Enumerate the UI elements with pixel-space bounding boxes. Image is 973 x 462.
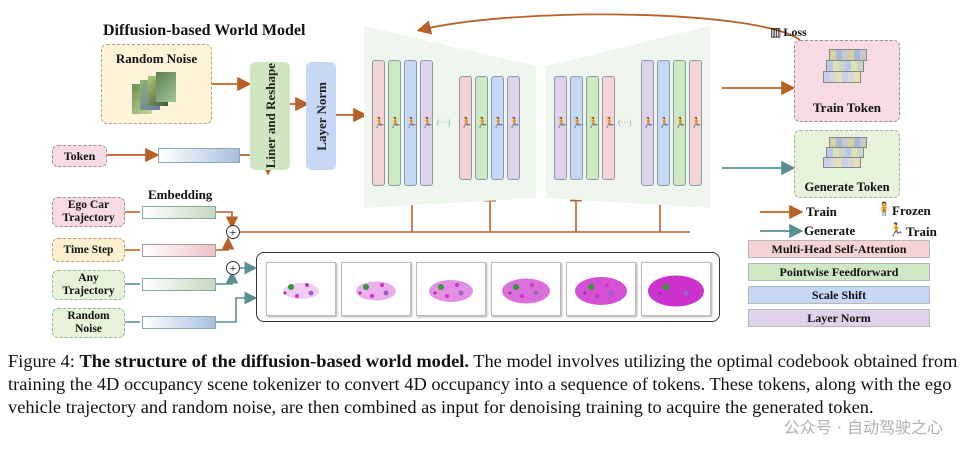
train-token-label: Train Token <box>812 100 882 115</box>
random-noise-label: Random Noise <box>115 51 198 66</box>
any-trajectory-label: Any Trajectory <box>62 272 115 297</box>
unet-layer-bar <box>689 60 702 186</box>
legend-mhsa: Multi-Head Self-Attention <box>748 240 930 258</box>
occupancy-frame <box>341 262 411 316</box>
embedding-bar <box>142 244 216 257</box>
unet-layer-bar <box>657 60 670 186</box>
running-person-icon: 🏃 <box>421 118 434 129</box>
unet-layer-bar <box>570 76 583 180</box>
add-operator-icon: + <box>226 225 240 239</box>
noise-cubes-icon <box>131 72 182 116</box>
legend-scale-shift: Scale Shift <box>748 286 930 304</box>
frozen-person-icon: 🧍 <box>876 201 893 216</box>
diagram-title: Diffusion-based World Model <box>103 22 306 39</box>
loss-label: Loss <box>783 25 807 39</box>
unet-layer-bar <box>641 60 654 186</box>
any-trajectory-box: Any Trajectory <box>52 270 125 300</box>
time-step-box: Time Step <box>52 238 125 262</box>
unet-layer-bar <box>554 76 567 180</box>
loss-chart-icon: ▥ <box>770 25 782 39</box>
running-person-icon: 🏃 <box>690 118 703 129</box>
random-noise-box: Random Noise <box>101 44 212 124</box>
token-input-box: Token <box>52 145 107 167</box>
caption-bold: The structure of the diffusion-based wor… <box>79 351 469 371</box>
unet-layer-bar <box>475 76 488 180</box>
running-person-icon: 🏃 <box>405 118 418 129</box>
figure-caption: Figure 4: The structure of the diffusion… <box>8 350 966 419</box>
embedding-bar <box>142 206 216 219</box>
embedding-label: Embedding <box>148 187 213 202</box>
occupancy-frame <box>266 262 336 316</box>
running-person-icon: 🏃 <box>492 118 505 129</box>
running-person-icon: 🏃 <box>555 118 568 129</box>
running-person-icon: 🏃 <box>642 118 655 129</box>
occupancy-frame <box>566 262 636 316</box>
unet-layer-bar <box>602 76 615 180</box>
token-label: Token <box>63 148 96 163</box>
legend-train-icon-label: Train <box>906 224 937 239</box>
occupancy-scene-icon <box>575 277 627 305</box>
generate-token-label: Generate Token <box>804 180 890 194</box>
running-person-icon: 🏃 <box>571 118 584 129</box>
running-person-icon: 🏃 <box>587 118 600 129</box>
unet-layer-bar <box>404 60 417 186</box>
unet-layer-bar <box>459 76 472 180</box>
liner-reshape-block: Liner and Reshape <box>250 62 290 170</box>
running-person-icon: 🏃 <box>476 118 489 129</box>
ellipsis-icon: (···) <box>437 118 451 127</box>
occupancy-frame <box>641 262 711 316</box>
unet-layer-bar <box>388 60 401 186</box>
add-operator-icon: + <box>226 261 240 275</box>
unet-layer-bar <box>491 76 504 180</box>
layer-norm-block: Layer Norm <box>306 62 336 170</box>
occupancy-scene-icon <box>429 280 473 302</box>
train-token-box: Train Token <box>794 40 900 122</box>
embedding-bar <box>142 278 216 291</box>
legend-train-label: Train <box>806 204 837 219</box>
legend-generate-label: Generate <box>804 223 856 238</box>
unet-layer-bar <box>673 60 686 186</box>
ego-car-trajectory-box: Ego Car Trajectory <box>52 197 125 227</box>
running-person-icon: 🏃 <box>508 118 521 129</box>
running-person-icon: 🏃 <box>888 222 905 237</box>
ellipsis-icon: (···) <box>618 118 632 127</box>
running-person-icon: 🏃 <box>674 118 687 129</box>
occupancy-frame <box>491 262 561 316</box>
running-person-icon: 🏃 <box>389 118 402 129</box>
unet-layer-bar <box>507 76 520 180</box>
occupancy-frame <box>416 262 486 316</box>
token-cube-icon <box>823 137 869 173</box>
time-step-label: Time Step <box>63 244 114 256</box>
occupancy-scene-icon <box>502 278 550 304</box>
legend-pointwise: Pointwise Feedforward <box>748 263 930 281</box>
legend-layer-norm: Layer Norm <box>748 309 930 327</box>
random-noise-bottom-label: Random Noise <box>67 310 110 335</box>
layer-norm-label: Layer Norm <box>313 81 329 151</box>
watermark: 公众号 · 自动驾驶之心 <box>783 418 943 437</box>
occupancy-scene-icon <box>648 275 704 307</box>
liner-reshape-label: Liner and Reshape <box>262 63 278 169</box>
caption-label: Figure 4: <box>8 351 75 371</box>
occupancy-scene-icon <box>356 281 396 301</box>
running-person-icon: 🏃 <box>658 118 671 129</box>
legend-frozen-label: Frozen <box>892 203 931 218</box>
random-noise-bottom-box: Random Noise <box>52 308 125 338</box>
unet-layer-bar <box>586 76 599 180</box>
generate-token-box: Generate Token <box>794 130 900 198</box>
token-embedding-bar <box>158 148 240 163</box>
unet-layer-bar <box>372 60 385 186</box>
caption-text: The model involves utilizing the optimal… <box>8 351 958 417</box>
token-cube-icon <box>823 49 869 91</box>
occupancy-scene-icon <box>283 283 319 299</box>
unet-layer-bar <box>420 60 433 186</box>
running-person-icon: 🏃 <box>373 118 386 129</box>
ego-car-trajectory-label: Ego Car Trajectory <box>62 199 115 224</box>
embedding-bar <box>142 316 216 329</box>
loss-indicator: ▥ Loss <box>770 25 807 40</box>
running-person-icon: 🏃 <box>603 118 616 129</box>
running-person-icon: 🏃 <box>460 118 473 129</box>
